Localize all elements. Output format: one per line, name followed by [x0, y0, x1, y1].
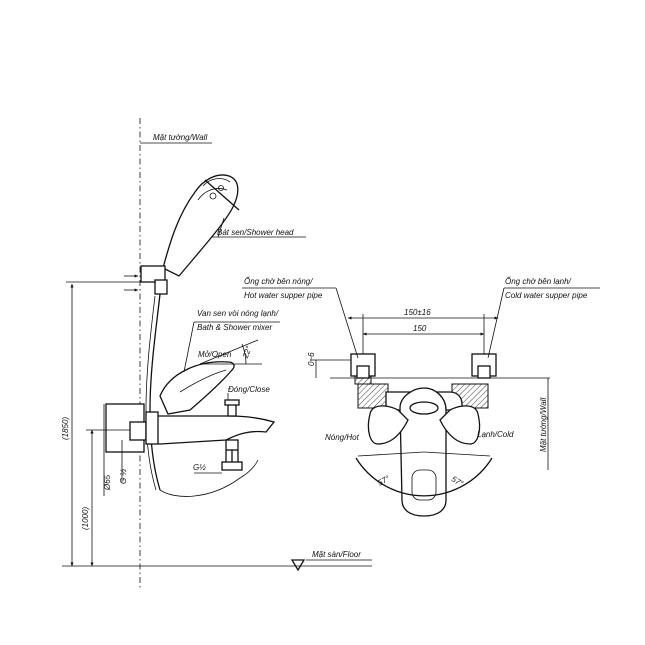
wall-label-left: Mặt tường/Wall: [153, 133, 207, 142]
floor-label: Mặt sàn/Floor: [312, 550, 361, 559]
bath-shower-mixer: [105, 361, 276, 471]
offset-label: 0~6: [307, 352, 316, 366]
mixer-label-line1: Van sen vòi nóng lạnh/: [197, 309, 279, 318]
shower-head-leader: [217, 217, 225, 238]
dim-65-label: Ø65: [103, 474, 112, 491]
hot-pipe-label-line1: Ống chờ bên nóng/: [244, 277, 313, 286]
wall-label-right: Mặt tường/Wall: [539, 398, 548, 452]
angle-left-label: 57°: [376, 473, 392, 487]
floor-symbol: [290, 559, 306, 572]
mixer-front: [355, 387, 493, 517]
hot-label: Nóng/Hot: [325, 433, 360, 442]
dim-1850-label: (1850): [61, 417, 70, 440]
close-label: Đóng/Close: [228, 385, 270, 394]
side-view: Mặt tường/Wall Bát sen/Shower head: [61, 118, 372, 588]
hot-pipe-label-line2: Hot water supper pipe: [244, 291, 323, 300]
angle-right-label: 57°: [450, 474, 466, 488]
hot-pipe-leader: [335, 287, 359, 359]
cold-label: Lạnh/Cold: [477, 430, 514, 439]
front-view: Mặt tường/Wall 0~6: [242, 277, 600, 517]
cold-pipe-label-line2: Cold water supper pipe: [505, 291, 588, 300]
angle-22-label: 22°: [241, 344, 254, 360]
shower-head-label: Bát sen/Shower head: [217, 228, 294, 237]
cold-pipe-leader: [487, 287, 505, 359]
cold-pipe-label-line1: Ống chờ bên lạnh/: [505, 277, 572, 286]
thread-spout-label: G½: [193, 463, 206, 472]
dim-150-tol-label: 150±16: [404, 308, 431, 317]
hot-supply-pipe: [350, 353, 389, 409]
mixer-label-line2: Bath & Shower mixer: [197, 323, 272, 332]
thread-vertical-label: G ½: [119, 469, 128, 484]
shower-head: [124, 174, 259, 497]
dim-1000-label: (1000): [81, 507, 90, 530]
open-label: Mở/Open: [198, 350, 232, 359]
dim-150-label: 150: [413, 324, 427, 333]
mixer-leader: [183, 321, 195, 373]
